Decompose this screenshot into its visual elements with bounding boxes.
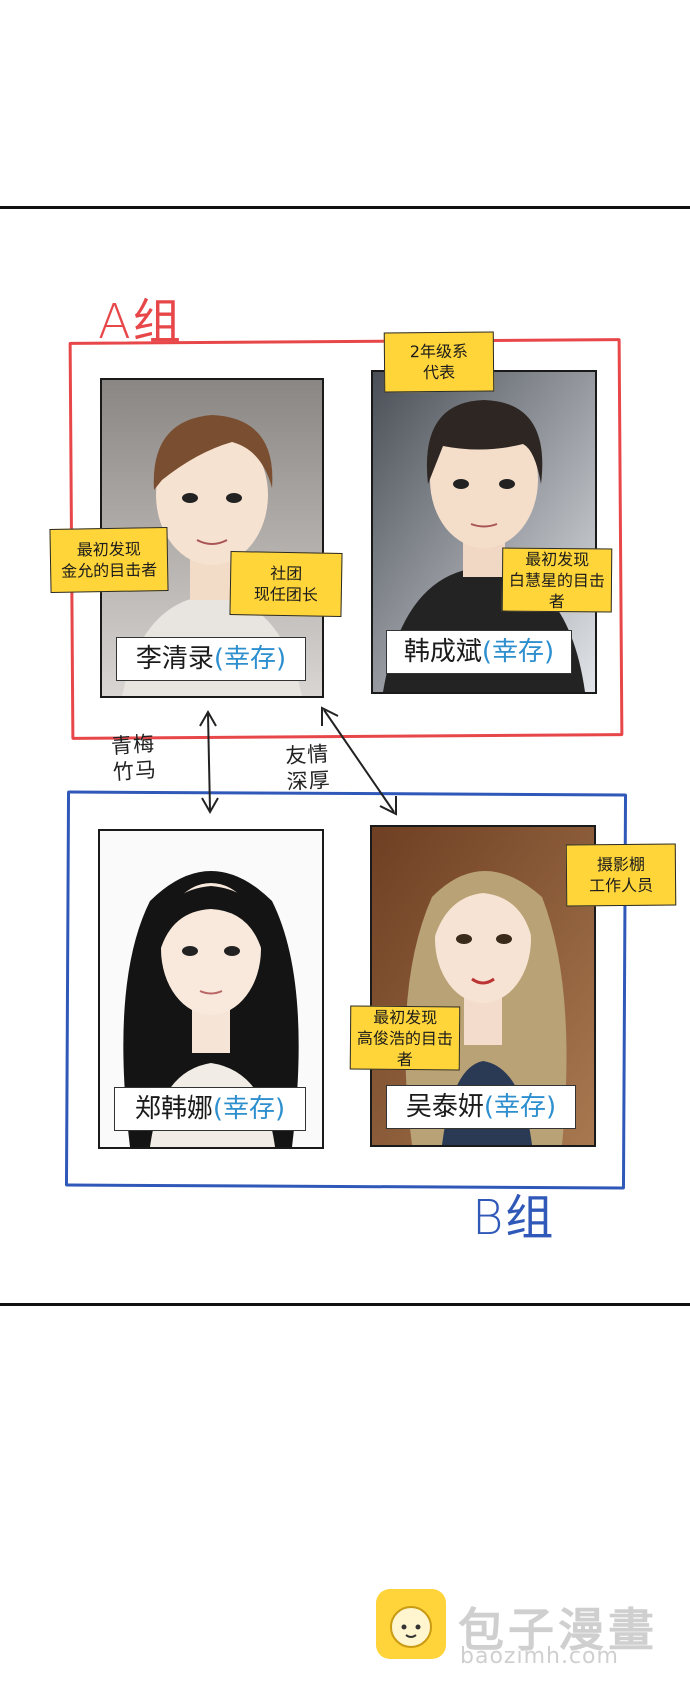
arrow-head-down	[201, 797, 219, 815]
card-name: 吴泰妍	[405, 1092, 484, 1122]
card-name: 李清录	[135, 644, 214, 674]
bottom-divider	[0, 1303, 690, 1306]
childhood-arrow-line	[207, 713, 211, 811]
watermark-url: baozimh.com	[460, 1644, 619, 1669]
card-status: (幸存)	[213, 644, 287, 674]
relation-line: 青梅	[110, 731, 156, 759]
relation-line: 友情	[284, 741, 330, 769]
card-name: 韩成斌	[403, 637, 482, 667]
group-b-title: B组	[472, 1190, 556, 1246]
top-divider	[0, 206, 690, 209]
card-status: (幸存)	[483, 1092, 557, 1122]
watermark-brand: 包子漫畫	[458, 1603, 658, 1657]
nameplate-wu-taiyan: 吴泰妍(幸存)	[386, 1085, 576, 1129]
relation-childhood-label: 青梅 竹马	[110, 731, 158, 786]
friendship-arrow-line	[323, 709, 395, 813]
nameplate-zheng-hanna: 郑韩娜(幸存)	[114, 1087, 306, 1131]
relation-friendship-label: 友情 深厚	[285, 741, 332, 795]
relation-line: 竹马	[112, 757, 158, 785]
nameplate-han-chengbin: 韩成斌(幸存)	[386, 630, 572, 674]
arrow-head-ul	[321, 706, 339, 726]
group-a-title: A组	[98, 294, 183, 350]
card-status: (幸存)	[481, 637, 555, 667]
card-status: (幸存)	[212, 1094, 286, 1124]
arrow-head-dr	[379, 796, 397, 816]
bun-logo-icon	[376, 1589, 446, 1659]
card-name: 郑韩娜	[134, 1094, 213, 1124]
arrow-head-up	[199, 709, 217, 727]
nameplate-li-qinglu: 李清录(幸存)	[116, 637, 306, 681]
relation-line: 深厚	[286, 767, 332, 795]
